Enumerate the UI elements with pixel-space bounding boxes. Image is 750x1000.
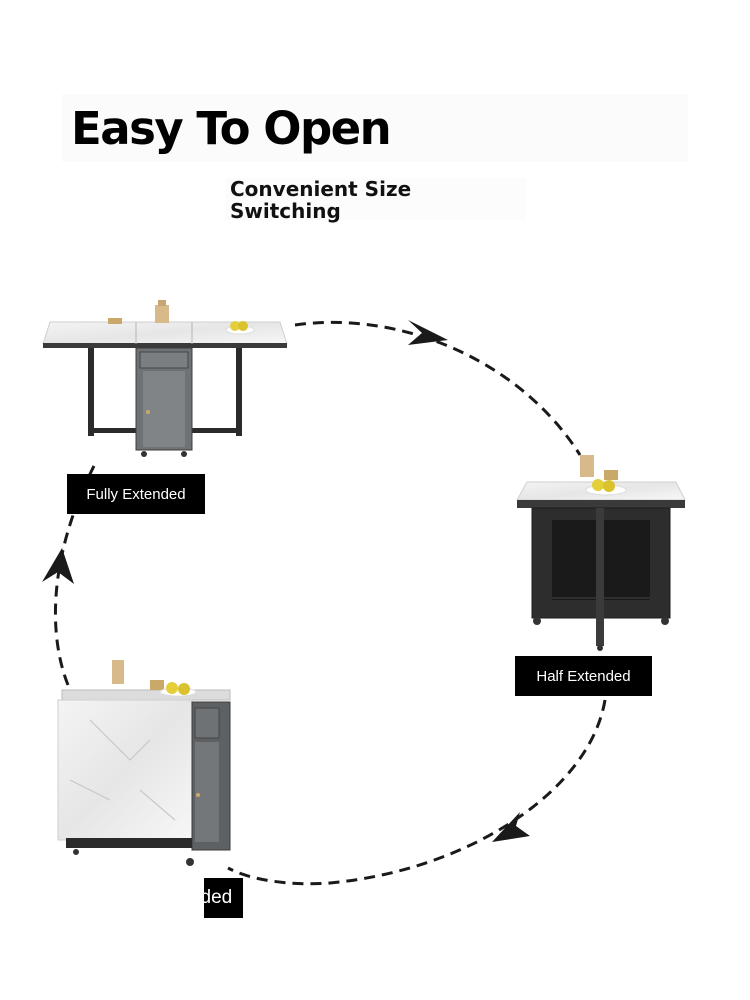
arc-left <box>54 459 99 686</box>
table-fully-extended <box>42 300 288 457</box>
table-fully-folded <box>57 660 231 866</box>
label-half-extended: Half Extended <box>515 656 652 696</box>
label-fully-extended: Fully Extended <box>67 474 205 514</box>
cycle-path <box>54 320 607 886</box>
subtitle-line-1: Convenient Size <box>230 177 412 201</box>
page-subtitle: Convenient Size Switching <box>230 178 490 222</box>
table-half-extended <box>516 455 686 651</box>
label-fully-folded: Fully Folded <box>128 887 233 908</box>
subtitle-band <box>226 178 526 220</box>
arrow-right-icon <box>408 320 448 345</box>
arc-bottom-right <box>227 699 607 886</box>
subtitle-line-2: Switching <box>230 199 341 223</box>
arrow-down-left-icon <box>492 812 530 842</box>
label-fully-folded-box: Fully Folded <box>118 878 243 918</box>
title-band <box>62 94 688 162</box>
arc-top-right <box>294 320 582 456</box>
page-title: Easy To Open <box>71 102 392 155</box>
label-fully-folded-bg <box>204 878 243 918</box>
arrow-up-icon <box>42 548 74 584</box>
